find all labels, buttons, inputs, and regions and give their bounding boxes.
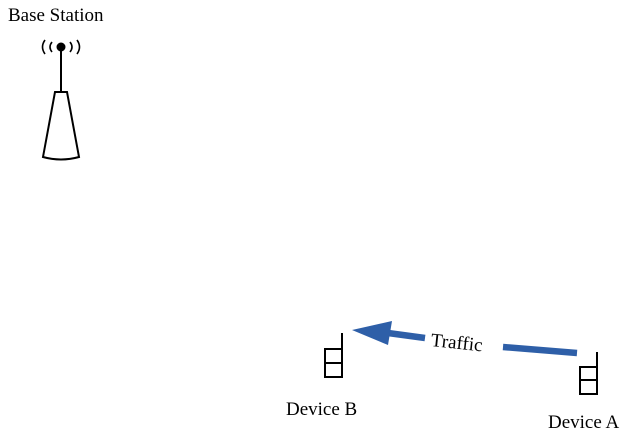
device-b-icon	[324, 333, 343, 378]
device-a-label: Device A	[548, 412, 620, 433]
traffic-arrow	[352, 321, 578, 357]
base-station-label: Base Station	[8, 5, 104, 26]
traffic-arrow-shaft-left	[387, 329, 426, 342]
device-b-label: Device B	[286, 399, 358, 420]
traffic-arrow-shaft-right	[502, 343, 578, 357]
traffic-arrowhead	[352, 321, 392, 345]
traffic-label: Traffic	[429, 330, 484, 357]
device-a-icon	[579, 352, 598, 395]
base-station-antenna-icon	[41, 39, 81, 161]
